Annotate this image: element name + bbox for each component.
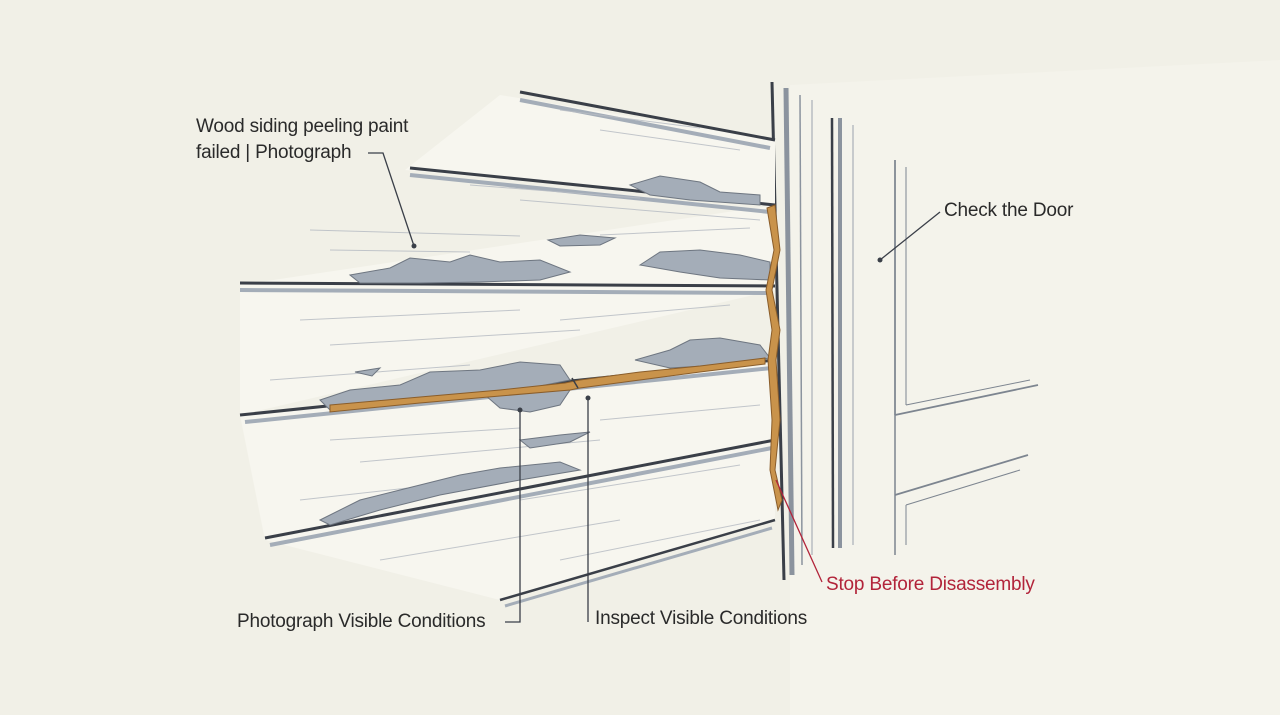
leader-dots (411, 243, 883, 413)
stop-callout-label: Stop Before Disassembly (826, 574, 1035, 595)
leader-lines (368, 152, 941, 623)
siding-callout-label: Wood siding peeling paint failed | Photo… (196, 114, 408, 166)
photograph-callout-label: Photograph Visible Conditions (237, 611, 486, 632)
inspect-callout-label: Inspect Visible Conditions (595, 608, 808, 629)
door-callout-label: Check the Door (944, 200, 1074, 221)
seam-crack (571, 377, 579, 389)
siding-callout-line2: failed | Photograph (196, 142, 352, 163)
siding-callout-line1: Wood siding peeling paint (196, 116, 409, 137)
door-panel (894, 160, 1039, 545)
peeling-paint (318, 175, 771, 526)
failed-caulk-gaps (329, 204, 783, 512)
